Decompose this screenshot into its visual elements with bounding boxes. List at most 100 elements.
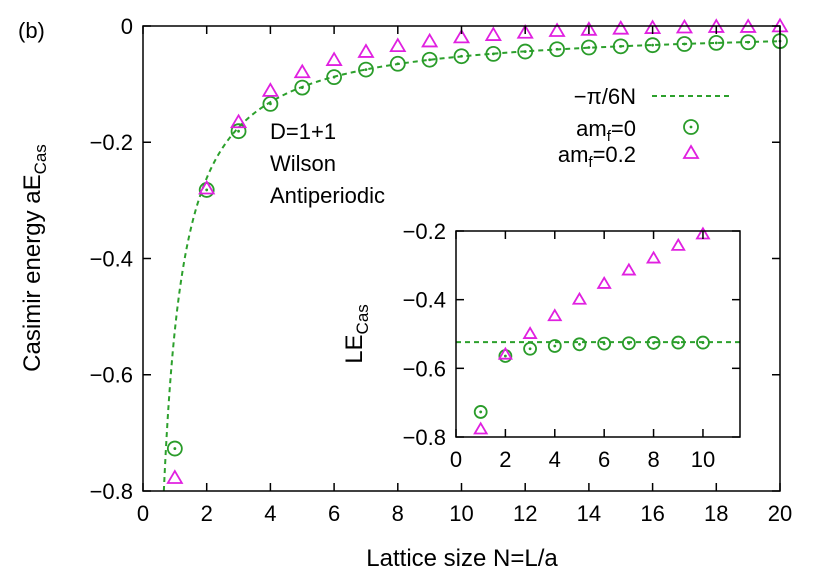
- inset-y-axis-label: LECas: [341, 304, 372, 364]
- main-point-circle: [485, 46, 502, 62]
- main-point-circle-dot: [746, 40, 750, 44]
- main-point-circle: [612, 38, 629, 55]
- main-point-circle-dot: [587, 46, 591, 49]
- main-point-triangle: [229, 113, 248, 129]
- main-point-triangle: [612, 19, 630, 35]
- inset-point-circle: [473, 405, 488, 419]
- main-point-circle-dot: [651, 43, 654, 47]
- main-point-circle: [294, 79, 311, 96]
- main-point-circle: [517, 43, 534, 60]
- inset-point-triangle: [547, 308, 563, 322]
- legend-label-am02: amf=0.2: [558, 142, 636, 171]
- main-x-tick-label: 14: [577, 501, 601, 526]
- main-point-circle: [262, 95, 279, 112]
- main-point-triangle: [166, 469, 184, 484]
- main-point-triangle: [548, 22, 566, 37]
- inset-point-circle: [621, 336, 636, 351]
- main-y-tick-label: −0.6: [90, 363, 133, 388]
- inset-point-circle: [696, 335, 710, 350]
- main-point-circle: [708, 34, 725, 51]
- inset-point-triangle: [645, 250, 662, 264]
- main-point-triangle: [389, 37, 407, 53]
- annotation-boundary: Antiperiodic: [270, 183, 385, 208]
- inset-x-tick-label: 6: [598, 447, 610, 472]
- panel-label: (b): [18, 18, 45, 43]
- main-x-tick-label: 8: [392, 501, 404, 526]
- main-x-tick-label: 4: [264, 501, 276, 526]
- main-point-circle-dot: [683, 42, 686, 46]
- main-point-triangle: [325, 51, 343, 66]
- main-point-circle: [676, 36, 693, 52]
- inset-x-tick-label: 10: [691, 447, 715, 472]
- inset-x-ticks: 0 2 4 6 8 10: [450, 231, 715, 472]
- main-point-circle: [166, 440, 183, 457]
- main-point-circle-dot: [269, 102, 272, 106]
- inset-point-triangle: [621, 262, 637, 276]
- main-point-triangle: [484, 26, 502, 41]
- annotation-dimension: D=1+1: [270, 119, 336, 144]
- main-point-circle: [421, 51, 438, 68]
- inset-background: [456, 231, 740, 437]
- inset-y-tick-label: −0.4: [403, 288, 446, 313]
- main-x-tick-label: 10: [449, 501, 473, 526]
- main-x-tick-label: 0: [137, 501, 149, 526]
- inset-y-tick-label: −0.2: [403, 219, 446, 244]
- main-point-circle: [326, 69, 343, 86]
- inset-point-circle-dot: [479, 410, 483, 414]
- inset-point-circle-dot: [627, 341, 631, 345]
- main-point-circle-dot: [555, 47, 559, 51]
- main-point-circle-dot: [300, 86, 304, 90]
- main-point-triangle: [293, 63, 311, 79]
- main-y-tick-label: −0.8: [90, 479, 133, 504]
- main-point-circle: [581, 39, 597, 56]
- main-point-circle: [549, 41, 565, 58]
- inset-point-triangle: [497, 346, 513, 360]
- main-point-triangle: [516, 24, 534, 39]
- inset-point-circle-dot: [676, 341, 680, 344]
- main-point-circle-dot: [237, 129, 240, 133]
- main-point-triangle: [421, 32, 439, 48]
- inset-x-tick-label: 0: [450, 447, 462, 472]
- main-point-circle: [230, 123, 247, 140]
- inset-point-circle: [572, 337, 587, 352]
- inset-point-triangle: [522, 326, 538, 339]
- inset-x-tick-label: 8: [647, 447, 659, 472]
- annotation-fermion-type: Wilson: [270, 151, 336, 176]
- inset-point-triangle: [670, 237, 686, 251]
- main-point-circle-dot: [619, 44, 623, 48]
- main-x-tick-label: 2: [201, 501, 213, 526]
- legend-marker-am0: [683, 119, 699, 135]
- main-x-tick-label: 20: [768, 501, 792, 526]
- inset-point-circle: [597, 336, 612, 351]
- inset-point-circle-dot: [528, 347, 532, 351]
- inset-point-circle: [671, 335, 686, 350]
- main-point-circle-dot: [205, 188, 209, 192]
- main-point-circle-dot: [332, 75, 336, 79]
- inset-point-circle: [547, 339, 562, 353]
- main-y-tick-label: −0.2: [90, 130, 133, 155]
- main-x-tick-label: 6: [328, 501, 340, 526]
- main-point-circle-dot: [460, 54, 463, 58]
- inset-point-circle-dot: [652, 341, 655, 345]
- main-theory-curve-path: [162, 40, 781, 492]
- main-point-circle-dot: [364, 68, 368, 71]
- main-point-circle-dot: [428, 58, 432, 62]
- inset-point-circle-dot: [503, 354, 507, 358]
- main-x-tick-label: 12: [513, 501, 537, 526]
- inset-y-ticks: −0.8−0.6−0.4−0.2: [403, 219, 740, 450]
- main-point-triangle: [580, 21, 598, 36]
- main-point-circle: [644, 37, 661, 54]
- main-point-circle-dot: [714, 41, 718, 45]
- legend: −π/6N amf=0 amf=0.2: [558, 84, 730, 171]
- inset-point-triangle: [596, 275, 612, 289]
- inset-x-tick-label: 4: [549, 447, 561, 472]
- main-point-circle: [389, 55, 406, 72]
- main-y-ticks: −0.8 −0.6 −0.4 −0.2 0: [90, 14, 780, 504]
- main-point-triangle: [261, 82, 279, 97]
- inset-y-tick-label: −0.6: [403, 356, 446, 381]
- inset-x-tick-label: 2: [499, 447, 511, 472]
